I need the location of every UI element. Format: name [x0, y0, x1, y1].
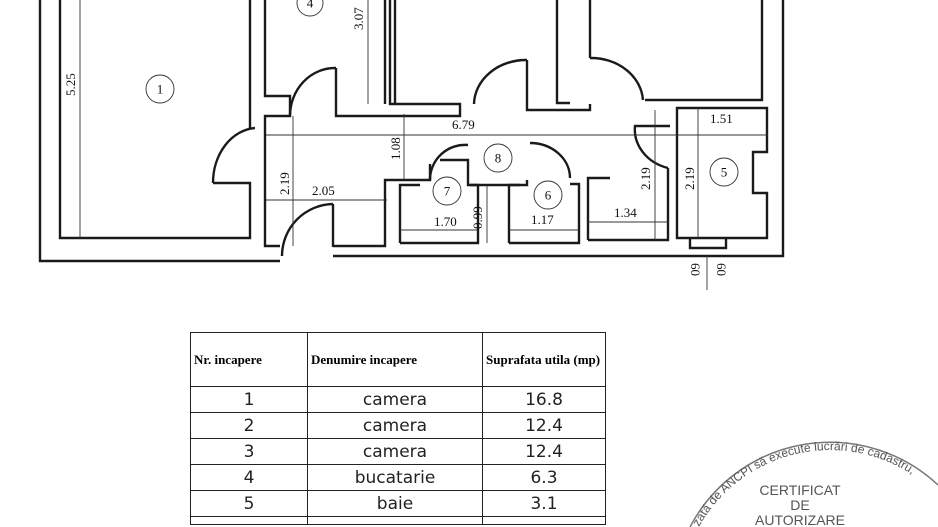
cell-name: camera — [307, 438, 483, 465]
room-marker-8 — [483, 143, 513, 173]
dim-3-07: 3.07 — [351, 7, 366, 30]
cell-area: 12.4 — [482, 412, 606, 439]
doors — [211, 56, 670, 257]
dim-1-34: 1.34 — [614, 205, 637, 220]
dim-1-17: 1.17 — [531, 212, 554, 227]
stamp-line-3: AUTORIZARE — [755, 512, 845, 527]
dim-1-08: 1.08 — [388, 137, 403, 160]
cell-empty — [190, 516, 308, 525]
cell-nr: 2 — [190, 412, 308, 439]
cell-nr: 1 — [190, 386, 308, 413]
dim-2-19-right: 2.19 — [638, 167, 653, 190]
dimension-labels: 5.25 3.07 6.79 1.08 2.19 2.05 1.70 0.99 … — [63, 7, 733, 276]
certificate-stamp: zată de ANCPI să execute lucrări de cada… — [689, 439, 938, 527]
room-markers: 1 4 7 8 6 5 — [145, 0, 739, 210]
room-label-1: 1 — [157, 82, 164, 97]
cell-area: 12.4 — [482, 438, 606, 465]
dim-6-79: 6.79 — [452, 117, 475, 132]
header-area: Suprafata utila (mp) — [482, 332, 606, 387]
stamp-line-2: DE — [790, 497, 809, 513]
cell-area: 3.1 — [482, 490, 606, 517]
table-row-cut-off — [190, 516, 606, 525]
room-area-table: Nr. incapere Denumire incapere Suprafata… — [190, 332, 606, 525]
cell-name: bucatarie — [307, 464, 483, 491]
header-name: Denumire incapere — [307, 332, 483, 387]
room-label-4: 4 — [307, 0, 314, 11]
cell-area: 6.3 — [482, 464, 606, 491]
cell-nr: 5 — [190, 490, 308, 517]
dim-60-left: 60 — [688, 263, 703, 276]
room-label-7: 7 — [444, 184, 451, 199]
dim-5-25: 5.25 — [63, 73, 78, 96]
cell-nr: 3 — [190, 438, 308, 465]
room-label-6: 6 — [545, 188, 552, 203]
room-marker-6 — [533, 180, 563, 210]
dimension-lines — [79, 0, 768, 290]
table-header: Nr. incapere Denumire incapere Suprafata… — [190, 332, 606, 387]
cell-nr: 4 — [190, 464, 308, 491]
header-nr: Nr. incapere — [190, 332, 308, 387]
walls — [38, 0, 785, 263]
room-marker-7 — [432, 176, 462, 206]
dim-1-51: 1.51 — [710, 111, 733, 126]
room-marker-1 — [145, 74, 175, 104]
dim-60-right: 60 — [714, 263, 729, 276]
room-marker-4 — [296, 0, 324, 17]
dim-1-70: 1.70 — [434, 214, 457, 229]
dim-2-19-hall: 2.19 — [277, 172, 292, 195]
room-label-5: 5 — [721, 165, 728, 180]
cell-name: camera — [307, 386, 483, 413]
dim-0-99: 0.99 — [470, 206, 485, 229]
cell-name: camera — [307, 412, 483, 439]
dim-2-05: 2.05 — [312, 183, 335, 198]
cell-empty — [307, 516, 483, 525]
stamp-line-1: CERTIFICAT — [759, 482, 841, 498]
cell-empty — [482, 516, 606, 525]
room-marker-5 — [709, 157, 739, 187]
cell-area: 16.8 — [482, 386, 606, 413]
stamp-ring — [689, 441, 938, 527]
room-label-8: 8 — [495, 151, 502, 166]
cell-name: baie — [307, 490, 483, 517]
dim-2-19-bath: 2.19 — [682, 167, 697, 190]
